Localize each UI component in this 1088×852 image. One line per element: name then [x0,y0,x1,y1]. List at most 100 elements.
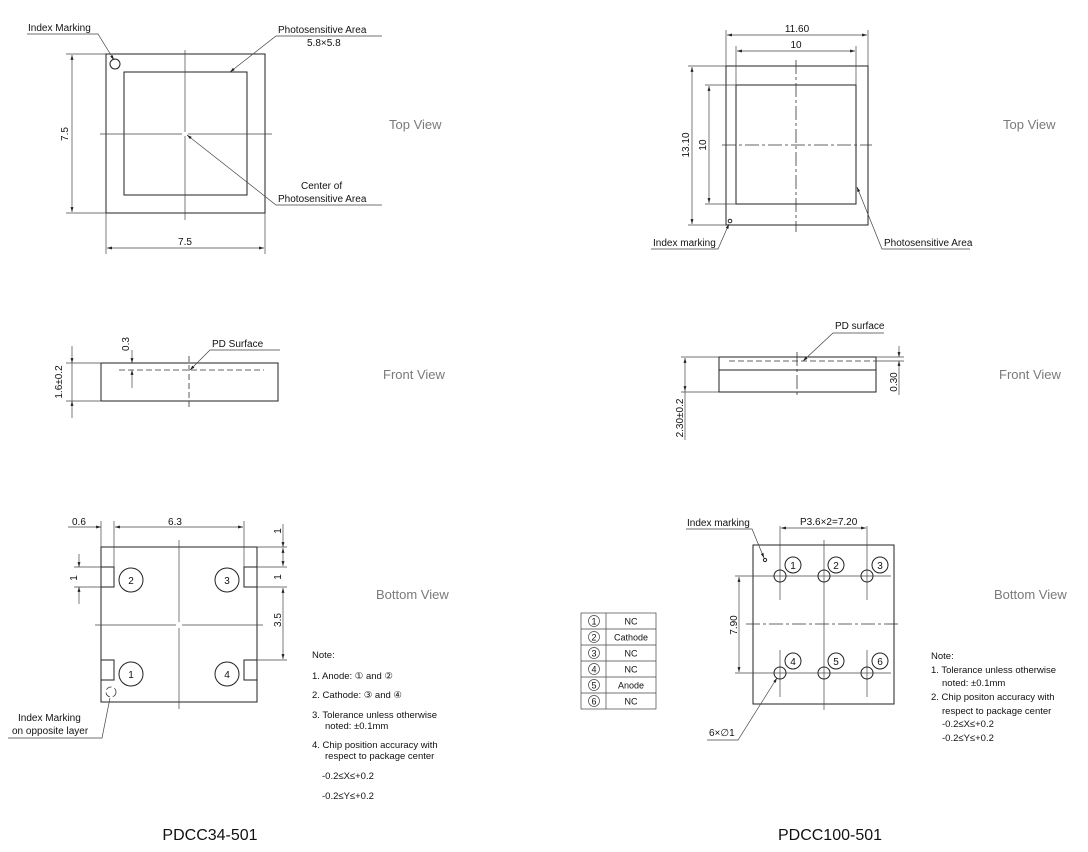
pin-cell: 2 [591,633,596,643]
dim-thickness: 1.6±0.2 [54,365,65,399]
package-side-outline [718,356,877,393]
right-front-view: 2.30±0.2 0.30 PD surface Front View [675,321,1062,440]
bottom-view-label: Bottom View [994,587,1067,602]
note-item: noted: ±0.1mm [325,721,388,732]
dim-outer-width: 11.60 [785,24,810,35]
package-outline [725,65,869,226]
note-item: 2. Chip positon accuracy with [931,692,1055,703]
pin-cell: 3 [591,649,596,659]
pin-cell: 4 [591,665,596,675]
dim-pitch: P3.6×2=7.20 [800,517,858,528]
right-part-name: PDCC100-501 [778,827,882,844]
note-item: 1. Tolerance unless otherwise [931,665,1056,676]
table-row: 4 NC [588,663,638,675]
pad [100,659,115,681]
index-marking-icon [105,686,117,698]
photosensitive-area-label: Photosensitive Area [884,238,973,249]
pin-number: 3 [224,576,230,587]
note-item: 2. Cathode: ③ and ④ [312,690,402,701]
left-part-name: PDCC34-501 [162,827,257,844]
pin-number: 1 [128,670,134,681]
front-view-label: Front View [383,367,446,382]
note-item: 4. Chip position accuracy with [312,740,438,751]
index-marking-icon [762,557,768,563]
left-bottom-view: 1 2 3 4 0.6 6.3 1 1 3.5 1 Index Marking … [8,517,449,739]
photosensitive-area-label: Photosensitive Area [278,25,367,36]
right-bottom-view: 1 2 3 4 5 6 P3.6×2=7.20 7.90 Index marki… [686,517,1067,741]
dim-vertical: 3.5 [273,613,284,627]
dim-depth: 0.30 [889,372,900,392]
pin-number: 3 [877,561,883,572]
pin-number: 1 [790,561,796,572]
note-item: respect to package center [325,751,434,762]
notes-heading: Note: [931,651,954,662]
left-front-view: 1.6±0.2 0.3 PD Surface Front View [54,337,446,418]
note-item: -0.2≤Y≤+0.2 [942,733,994,744]
center-label-line2: Photosensitive Area [278,194,367,205]
left-top-view: 7.5 7.5 Index Marking Photosensitive Are… [27,23,442,254]
right-top-view: 11.60 10 13.10 10 Index marking Photosen… [651,24,1056,250]
function-cell: NC [625,665,638,675]
top-view-label: Top View [389,117,442,132]
index-marking-label: Index marking [687,518,750,529]
pad [243,566,258,588]
note-item: 1. Anode: ① and ② [312,671,393,682]
center-label-line1: Center of [301,181,342,192]
pin-number: 4 [224,670,230,681]
dim-depth: 0.3 [121,337,132,351]
photosensitive-area-outline [123,71,248,196]
dim-pitch: 6.3 [168,517,182,528]
dim-height: 7.5 [60,127,71,141]
note-item: 3. Tolerance unless otherwise [312,710,437,721]
table-row: 3 NC [588,647,638,659]
pin-number: 5 [833,657,839,668]
pin-number: 6 [877,657,883,668]
dim-holes: 6×∅1 [709,728,735,739]
pin-number: 4 [790,657,796,668]
pd-surface-label: PD Surface [212,339,264,350]
pin-cell: 6 [591,697,596,707]
package-bottom-outline [752,544,895,705]
dim-pad-left: 1 [69,575,80,581]
index-label-line1: Index Marking [18,713,81,724]
note-item: -0.2≤X≤+0.2 [322,771,374,782]
left-notes: Note: 1. Anode: ① and ② 2. Cathode: ③ an… [312,650,438,802]
package-side-outline [100,362,279,402]
note-item: -0.2≤Y≤+0.2 [322,791,374,802]
dim-width: 7.5 [178,237,192,248]
index-marking-icon [109,58,121,70]
dim-thickness: 2.30±0.2 [675,398,686,437]
note-item: noted: ±0.1mm [942,678,1005,689]
right-notes: Note: 1. Tolerance unless otherwise note… [931,651,1056,744]
index-marking-label: Index Marking [28,23,91,34]
dim-outer-height: 13.10 [681,132,692,157]
note-item: -0.2≤X≤+0.2 [942,719,994,730]
dim-inner-width: 10 [790,40,802,51]
dim-offset: 0.6 [72,517,86,528]
pin-number: 2 [128,576,134,587]
index-label-line2: on opposite layer [12,726,89,737]
dim-inner-height: 10 [698,139,709,151]
notes-heading: Note: [312,650,335,661]
pin-number: 2 [833,561,839,572]
photosensitive-size: 5.8×5.8 [307,38,341,49]
pd-surface-label: PD surface [835,321,885,332]
front-view-label: Front View [999,367,1062,382]
function-cell: NC [625,649,638,659]
function-cell: NC [625,617,638,627]
table-row: 5 Anode [588,679,644,691]
note-item: respect to package center [942,706,1051,717]
function-cell: Anode [618,681,644,691]
pad [243,659,258,681]
dim-pad-top: 1 [273,528,284,534]
function-cell: NC [625,697,638,707]
function-cell: Cathode [614,633,648,643]
bottom-view-label: Bottom View [376,587,449,602]
table-row: 6 NC [588,695,638,707]
index-marking-label: Index marking [653,238,716,249]
pin-cell: 5 [591,681,596,691]
